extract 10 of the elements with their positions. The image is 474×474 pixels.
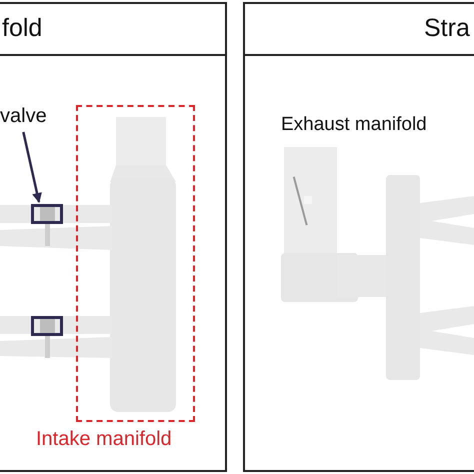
panel xyxy=(243,2,474,472)
region-label: Intake manifold xyxy=(36,428,172,451)
panel-title: Stra xyxy=(424,14,470,43)
part-label: Exhaust manifold xyxy=(281,114,427,136)
arrow xyxy=(22,132,42,203)
valve-marker xyxy=(31,316,63,336)
valve-marker xyxy=(31,204,63,224)
part-label: valve xyxy=(0,105,47,128)
panel-title: fold xyxy=(2,14,42,43)
panel xyxy=(0,2,227,472)
